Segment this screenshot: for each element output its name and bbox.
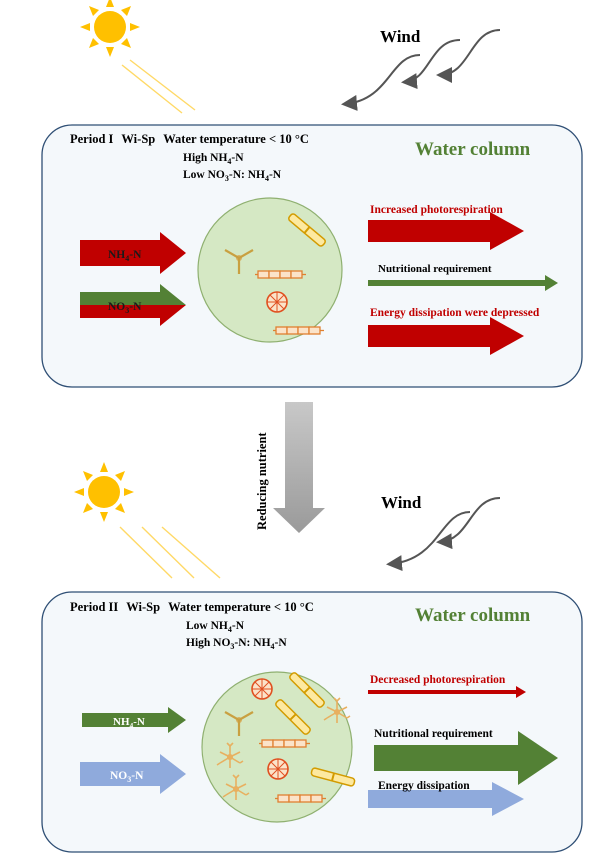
top-output-2: Nutritional requirement [378,263,492,275]
chain-diatom-icon [274,794,327,803]
top-wind-curves [341,29,501,111]
bottom-nh4-label: NH4-N [113,716,145,730]
top-nh4-arrow [80,232,186,274]
top-photorespiration-arrow [368,212,524,250]
bottom-output-1: Decreased photorespiration [370,674,506,686]
bottom-temperature: Water temperature < 10 °C [168,600,314,614]
top-temperature: Water temperature < 10 °C [163,132,309,146]
bottom-no3-arrow [80,754,186,794]
reducing-nutrient-arrow [273,402,325,533]
bottom-sunrays [119,526,221,579]
bottom-wind-label: Wind [381,493,422,512]
bottom-sun [74,462,134,522]
bottom-wind-curves [386,497,501,572]
chain-diatom-icon [254,270,307,279]
bottom-season: Wi-Sp [126,600,160,614]
bottom-photorespiration-arrow [368,686,526,698]
top-column-title: Water column [415,139,531,160]
bottom-condition-1: Low NH4-N [186,620,245,634]
bottom-condition-2: High NO3-N: NH4-N [186,637,287,651]
top-no3-label: NO3-N [108,301,142,315]
top-nh4-label: NH4-N [108,249,142,263]
top-nutrition-arrow [368,275,558,291]
bottom-output-2: Nutritional requirement [374,728,493,740]
chain-diatom-icon [272,326,325,335]
bottom-period: Period II [70,600,118,614]
chain-diatom-icon [258,739,311,748]
centric-diatom-icon [267,758,289,780]
bottom-column-title: Water column [415,605,531,626]
reducing-nutrient-label: Reducing nutrient [255,432,269,530]
top-sun [80,0,140,57]
top-season: Wi-Sp [121,132,155,146]
top-wind-label: Wind [380,27,421,46]
sun-icon [74,462,134,522]
bottom-nutrition-arrow [374,731,558,785]
centric-diatom-icon [266,291,288,313]
top-no3-arrow [80,284,186,326]
top-sunrays [121,59,196,114]
bottom-no3-label: NO3-N [110,770,144,784]
bottom-output-3: Energy dissipation [378,780,470,792]
top-condition-1: High NH4-N [183,152,244,166]
top-energy-arrow [368,317,524,355]
top-output-3: Energy dissipation were depressed [370,307,540,319]
top-output-1: Increased photorespiration [370,204,503,216]
sun-icon [80,0,140,57]
top-period: Period I [70,132,114,146]
top-condition-2: Low NO3-N: NH4-N [183,169,282,183]
bottom-energy-arrow [368,782,524,816]
centric-diatom-icon [251,678,273,700]
top-phytoplankton-cell [197,197,343,343]
bottom-nh4-arrow [82,707,186,733]
bottom-phytoplankton-cell [201,670,357,823]
